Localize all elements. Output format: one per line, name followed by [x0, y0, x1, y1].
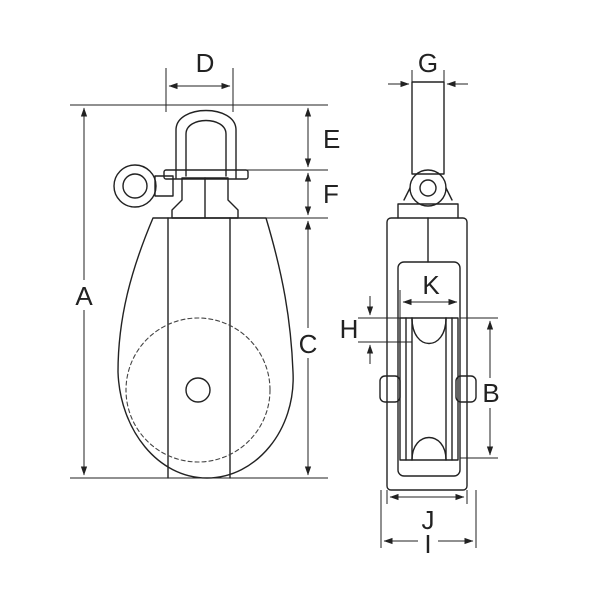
side-eye-hole	[419, 179, 437, 197]
side-eye	[409, 169, 447, 207]
label-f: F	[323, 179, 339, 209]
side-groove-top	[411, 317, 447, 344]
front-eye-bolt-ring	[113, 164, 157, 208]
label-j: J	[422, 505, 435, 535]
label-e: E	[323, 124, 340, 154]
front-shackle-outer	[175, 109, 237, 179]
front-side-plate	[117, 217, 294, 479]
label-a: A	[75, 281, 93, 311]
front-shackle-inner	[185, 119, 227, 177]
dimension-labels: A C E F D G K H B J I	[70, 48, 504, 559]
label-g: G	[418, 48, 438, 78]
side-top-housing	[397, 203, 459, 219]
side-hook-shank	[411, 81, 445, 175]
side-view	[379, 81, 477, 491]
label-i: I	[424, 529, 431, 559]
front-eye-bolt-hole	[122, 173, 148, 199]
front-eye-bolt-neck	[154, 175, 174, 197]
side-axle-boss-right	[455, 375, 477, 403]
side-inner-window	[397, 261, 461, 477]
side-eye-link-left	[403, 187, 411, 201]
front-axle	[185, 377, 211, 403]
side-groove-bottom	[411, 436, 447, 461]
label-c: C	[299, 329, 318, 359]
front-clamp-ring	[163, 169, 249, 180]
label-k: K	[422, 270, 440, 300]
side-axle-boss-left	[379, 375, 401, 403]
label-h: H	[340, 314, 359, 344]
label-d: D	[196, 48, 215, 78]
label-b: B	[482, 378, 499, 408]
side-outer-plate	[386, 217, 468, 491]
front-view	[113, 109, 294, 479]
front-hidden-sheave	[125, 317, 271, 463]
side-eye-link-right	[445, 187, 453, 201]
